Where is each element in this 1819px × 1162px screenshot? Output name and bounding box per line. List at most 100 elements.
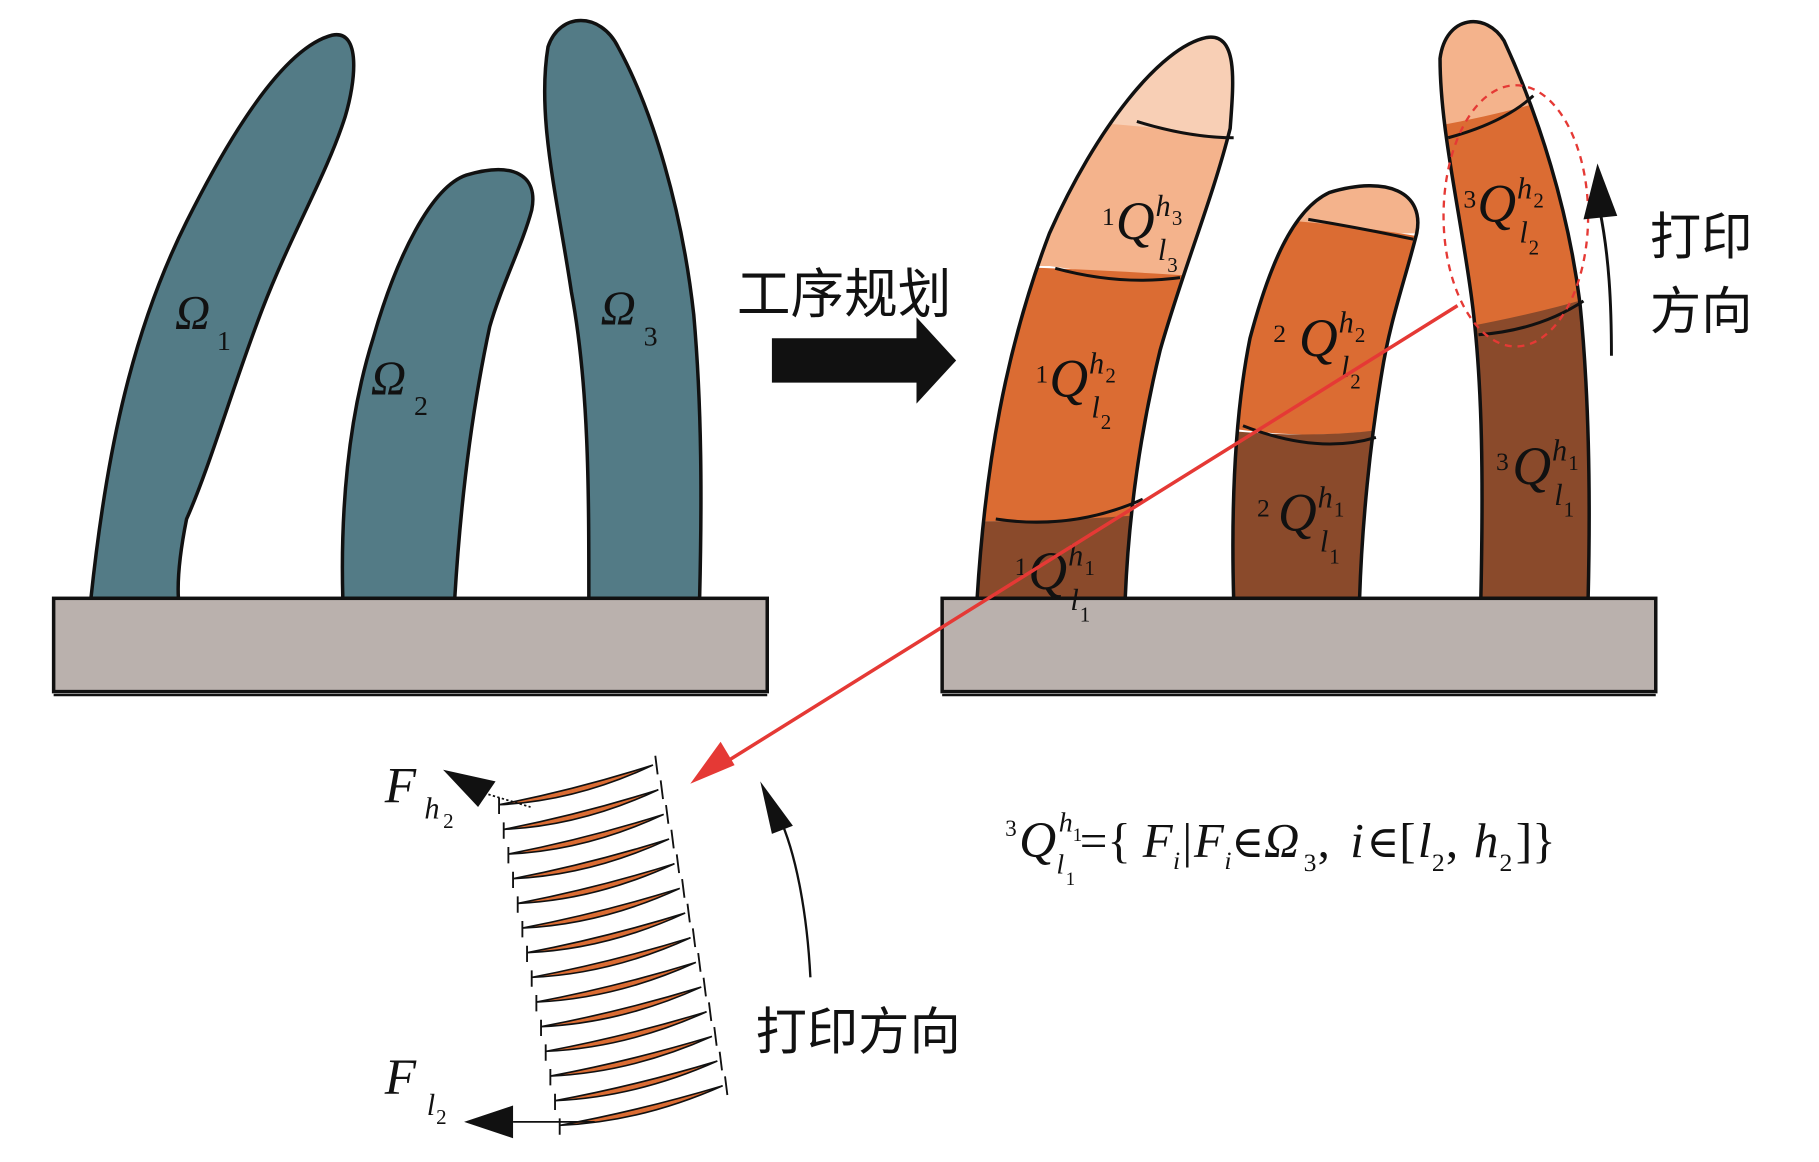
label-f-l2: F l 2	[384, 1049, 447, 1129]
f-sub-sub: 2	[436, 1105, 446, 1129]
q-sup-sub: 2	[1105, 364, 1115, 388]
q-pre: 1	[1102, 202, 1115, 231]
formula-l: l	[1418, 813, 1432, 868]
layer-bracket	[516, 854, 681, 913]
print-layer	[522, 887, 681, 929]
print-layer	[512, 838, 670, 880]
formula-i: i	[1173, 846, 1180, 875]
stem-2-outline	[1231, 184, 1420, 601]
formula-h-sub: 2	[1500, 848, 1513, 877]
q-main: Q	[1278, 483, 1317, 543]
q-sub: l	[1519, 216, 1527, 250]
formula-sup: h	[1059, 808, 1073, 839]
formula-bar: |	[1182, 813, 1192, 868]
q-pre: 3	[1496, 447, 1509, 476]
q-sup: h	[1156, 189, 1171, 223]
layer-bracket	[502, 780, 664, 839]
f-l2-arrow-head	[464, 1105, 514, 1139]
q-pre: 1	[1035, 360, 1048, 389]
q-label-2-h1: 2 Q h 1 l 1	[1257, 480, 1344, 568]
stem-omega-1	[89, 33, 356, 601]
layer-bracket	[530, 928, 697, 987]
formula-omega-sub: 3	[1304, 848, 1317, 877]
q-label-3-h2: 3 Q h 2 l 2	[1463, 171, 1543, 259]
print-layer	[517, 862, 675, 905]
layer-bracket	[507, 804, 670, 864]
q-sub: l	[1320, 525, 1328, 559]
q-sup-sub: 2	[1355, 323, 1365, 347]
right-arrow-icon	[771, 317, 957, 404]
omega-subscript: 3	[644, 321, 658, 352]
layer-bracket	[554, 1051, 723, 1111]
q-main: Q	[1512, 436, 1551, 496]
omega-symbol: Ω	[371, 350, 406, 405]
detail-print-direction-head	[760, 781, 793, 834]
print-layer	[508, 813, 665, 855]
label-omega-2: Ω 2	[371, 350, 428, 422]
right-panel: 1 Q h 3 l 3 1 Q h 2 l 2 1 Q h 1 l 1 2 Q …	[940, 19, 1753, 697]
q-label-1-h3: 1 Q h 3 l 3	[1102, 189, 1182, 277]
layer-bracket	[540, 977, 707, 1037]
formula-close: ]}	[1516, 813, 1556, 868]
f-main: F	[384, 757, 417, 814]
formula-sub: l	[1056, 850, 1064, 881]
label-omega-3: Ω 3	[601, 280, 658, 352]
q-sub: l	[1341, 350, 1349, 384]
stem-3-outline	[1438, 19, 1591, 601]
formula-sup-sub: 1	[1073, 825, 1082, 846]
formula-q: Q	[1019, 812, 1056, 869]
q-sup-sub: 3	[1172, 206, 1182, 230]
print-layer	[498, 764, 654, 806]
formula-open-bracket: [	[1399, 813, 1415, 868]
layer-bracket	[535, 952, 702, 1012]
print-layer	[536, 961, 697, 1003]
q-label-2-h2: 2 Q h 2 l 2	[1273, 305, 1365, 393]
print-layer	[550, 1035, 713, 1077]
layer-bracket	[512, 829, 675, 889]
f-sub: l	[427, 1088, 435, 1122]
q-sup: h	[1318, 480, 1333, 514]
omega-symbol: Ω	[601, 280, 636, 335]
layer-bracket	[521, 878, 686, 938]
f-h2-arrow-head	[443, 769, 496, 808]
print-layer	[559, 1084, 724, 1127]
q-label-1-h2: 1 Q h 2 l 2	[1035, 346, 1115, 434]
stem-1-divider	[1054, 266, 1181, 282]
print-layer	[526, 912, 686, 954]
print-layer	[540, 986, 702, 1028]
q-sup-sub: 1	[1568, 451, 1578, 475]
q-pre: 2	[1273, 319, 1286, 348]
formula-omega: Ω	[1264, 813, 1299, 868]
q-sub-sub: 1	[1564, 498, 1574, 522]
f-sub: h	[424, 792, 439, 826]
left-panel: Ω 1 Ω 2 Ω 3	[51, 19, 769, 697]
formula-comma: ,	[1318, 813, 1330, 868]
stem-3-divider	[1478, 299, 1585, 337]
q-sub-sub: 2	[1101, 410, 1111, 434]
callout-arrowhead	[690, 741, 735, 784]
detail-print-direction-label: 打印方向	[756, 1003, 961, 1063]
q-sub: l	[1091, 391, 1099, 425]
formula-f: F	[1193, 813, 1225, 868]
stem-omega-3	[542, 19, 703, 601]
print-direction-label-line1: 打印	[1650, 207, 1753, 267]
label-f-h2: F h 2	[384, 757, 454, 833]
q-sub-sub: 2	[1350, 369, 1360, 393]
formula-i-main: i	[1350, 813, 1364, 868]
print-layer	[545, 1010, 707, 1053]
q-pre: 1	[1014, 552, 1027, 581]
f-h2-arrow-line	[483, 792, 531, 808]
label-omega-1: Ω 1	[175, 285, 231, 357]
formula: 3 Q h 1 l 1 ={ F i | F i ∈ Ω 3 , i ∈ [ l…	[1005, 808, 1556, 891]
print-direction-arrow-head	[1583, 163, 1618, 220]
print-direction-label-line2: 方向	[1650, 282, 1753, 342]
segment-1-h3	[977, 116, 1233, 280]
layer-bracket	[549, 1026, 718, 1086]
stem-3-divider	[1447, 94, 1535, 140]
q-sub-sub: 2	[1529, 235, 1539, 259]
q-sub-sub: 1	[1080, 603, 1090, 627]
q-sub: l	[1554, 478, 1562, 512]
formula-in: ∈	[1367, 818, 1400, 867]
stem-1-divider	[1136, 119, 1234, 140]
